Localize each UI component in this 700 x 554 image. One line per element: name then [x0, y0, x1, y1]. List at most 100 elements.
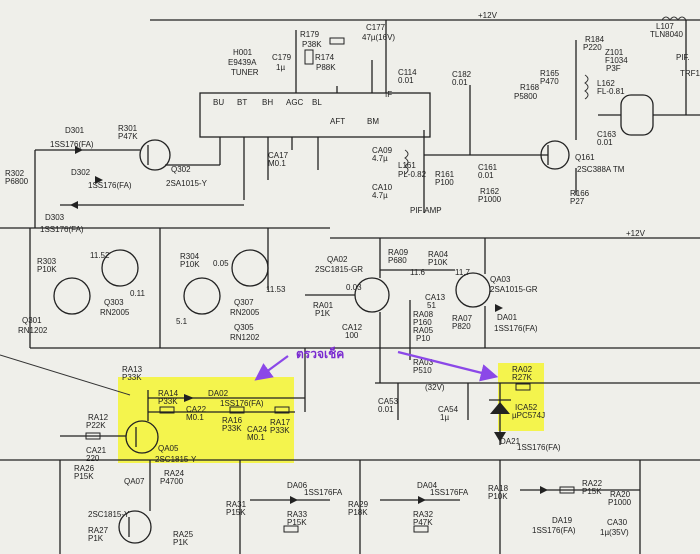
svg-text:P1K: P1K — [173, 538, 189, 547]
tuner-top-parts: C179 1µ R179 P38K R174 P88K C177 47µ(16V… — [272, 20, 417, 93]
svg-text:1SS176(FA): 1SS176(FA) — [532, 526, 576, 535]
svg-text:RA31: RA31 — [226, 500, 247, 509]
svg-text:RA18: RA18 — [488, 484, 509, 493]
svg-text:RA27: RA27 — [88, 526, 109, 535]
svg-text:CA53: CA53 — [378, 397, 399, 406]
tuner-block: H001 E9439A TUNER BU BT BH AGC BL AFT BM… — [199, 48, 431, 200]
svg-text:BT: BT — [237, 98, 247, 107]
svg-text:1SS176(FA): 1SS176(FA) — [220, 399, 264, 408]
svg-text:RN1202: RN1202 — [230, 333, 260, 342]
svg-text:P6800: P6800 — [5, 177, 29, 186]
svg-text:CA21: CA21 — [86, 446, 107, 455]
svg-text:D303: D303 — [45, 213, 65, 222]
svg-text:PIF.: PIF. — [676, 53, 690, 62]
svg-text:P10: P10 — [416, 334, 431, 343]
svg-text:RA22: RA22 — [582, 479, 603, 488]
svg-text:P1K: P1K — [315, 309, 331, 318]
svg-text:4.7µ: 4.7µ — [372, 191, 388, 200]
svg-text:1µ(35V): 1µ(35V) — [600, 528, 629, 537]
annotation-label: ตรวจเช็ค — [296, 346, 344, 361]
svg-text:QA07: QA07 — [124, 477, 145, 486]
wire-diagonal — [0, 354, 131, 396]
svg-text:R168: R168 — [520, 83, 540, 92]
svg-text:Q305: Q305 — [234, 323, 254, 332]
svg-text:R303: R303 — [37, 257, 57, 266]
svg-text:R302: R302 — [5, 169, 25, 178]
svg-text:R161: R161 — [435, 170, 455, 179]
svg-text:P33K: P33K — [122, 373, 142, 382]
svg-text:RA07: RA07 — [452, 314, 473, 323]
svg-text:RA29: RA29 — [348, 500, 369, 509]
svg-text:DA01: DA01 — [497, 313, 518, 322]
svg-text:+12V: +12V — [478, 11, 498, 20]
svg-text:RA09: RA09 — [388, 248, 409, 257]
right-section: RA02 R27K ICA52 µPC574J DA21 1SS176(FA) … — [378, 365, 561, 452]
svg-text:R27K: R27K — [512, 373, 533, 382]
svg-text:AFT: AFT — [330, 117, 345, 126]
svg-text:1SS176(FA): 1SS176(FA) — [50, 140, 94, 149]
svg-text:220: 220 — [86, 454, 100, 463]
svg-text:P15K: P15K — [287, 518, 307, 527]
svg-text:DA06: DA06 — [287, 481, 308, 490]
svg-text:RA16: RA16 — [222, 416, 243, 425]
svg-text:P510: P510 — [413, 366, 432, 375]
svg-text:0.11: 0.11 — [130, 289, 146, 298]
svg-text:0.01: 0.01 — [478, 171, 494, 180]
svg-text:IF: IF — [385, 90, 392, 99]
svg-text:0.01: 0.01 — [398, 76, 414, 85]
svg-text:R179: R179 — [300, 30, 320, 39]
svg-text:P22K: P22K — [86, 421, 106, 430]
svg-text:P10K: P10K — [428, 258, 448, 267]
svg-text:R166: R166 — [570, 189, 590, 198]
svg-text:Q307: Q307 — [234, 298, 254, 307]
svg-text:P88K: P88K — [316, 63, 336, 72]
svg-text:CA13: CA13 — [425, 293, 446, 302]
svg-text:QA05: QA05 — [158, 444, 179, 453]
svg-text:RA20: RA20 — [610, 490, 631, 499]
svg-text:CA10: CA10 — [372, 183, 393, 192]
svg-text:L162: L162 — [597, 79, 615, 88]
svg-text:RA32: RA32 — [413, 510, 434, 519]
highlight-section-qa05: RA13 P33K RA14 P33K DA02 1SS176(FA) CA22… — [122, 348, 306, 464]
svg-text:PL-0.82: PL-0.82 — [398, 170, 427, 179]
svg-text:(32V): (32V) — [425, 383, 445, 392]
svg-text:4.7µ: 4.7µ — [372, 154, 388, 163]
svg-text:C182: C182 — [452, 70, 472, 79]
svg-text:RA05: RA05 — [413, 326, 434, 335]
svg-text:P15K: P15K — [582, 487, 602, 496]
svg-text:0.05: 0.05 — [213, 259, 229, 268]
rail-top-12v: +12V — [150, 11, 700, 21]
svg-text:C161: C161 — [478, 163, 498, 172]
svg-text:0.01: 0.01 — [378, 405, 394, 414]
svg-text:RA12: RA12 — [88, 413, 109, 422]
svg-text:0.03: 0.03 — [346, 283, 362, 292]
svg-text:C163: C163 — [597, 130, 617, 139]
svg-text:RA25: RA25 — [173, 530, 194, 539]
svg-text:M0.1: M0.1 — [247, 433, 265, 442]
svg-text:P18K: P18K — [348, 508, 368, 517]
svg-text:CA54: CA54 — [438, 405, 459, 414]
svg-text:P680: P680 — [388, 256, 407, 265]
svg-text:RN2005: RN2005 — [230, 308, 260, 317]
svg-text:TUNER: TUNER — [231, 68, 259, 77]
svg-text:P33K: P33K — [158, 397, 178, 406]
svg-text:R174: R174 — [315, 53, 335, 62]
left-top-section: D301 1SS176(FA) R301 P47K D302 1SS176(FA… — [5, 124, 244, 234]
svg-text:RA13: RA13 — [122, 365, 143, 374]
svg-text:2SC1815-Y: 2SC1815-Y — [155, 455, 197, 464]
svg-text:2SC1815-GR: 2SC1815-GR — [315, 265, 363, 274]
svg-text:DA04: DA04 — [417, 481, 438, 490]
highlight-box-qa05 — [118, 377, 294, 463]
svg-text:P470: P470 — [540, 77, 559, 86]
svg-text:1SS176(FA): 1SS176(FA) — [517, 443, 561, 452]
svg-text:P1000: P1000 — [608, 498, 632, 507]
svg-text:11.6: 11.6 — [410, 268, 426, 277]
svg-text:P10K: P10K — [180, 260, 200, 269]
svg-text:P10K: P10K — [488, 492, 508, 501]
svg-text:Q161: Q161 — [575, 153, 595, 162]
svg-text:TLN8040: TLN8040 — [650, 30, 683, 39]
svg-text:D301: D301 — [65, 126, 85, 135]
svg-text:2SA1015-Y: 2SA1015-Y — [166, 179, 208, 188]
svg-text:1SS176FA: 1SS176FA — [304, 488, 343, 497]
